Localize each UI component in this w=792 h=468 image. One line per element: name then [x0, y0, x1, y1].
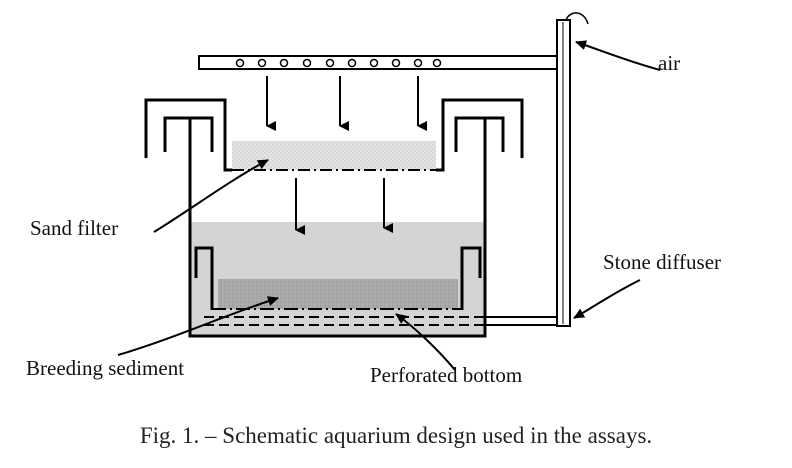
breeding-sediment-label: Breeding sediment: [26, 356, 184, 380]
breeding-sediment: [218, 279, 458, 309]
down-arrow-icon: [266, 76, 427, 235]
sand-filter-label: Sand filter: [30, 216, 118, 240]
stone-diffuser-label: Stone diffuser: [603, 250, 721, 274]
outer-tank: [144, 98, 524, 172]
sand-filter: [232, 141, 436, 170]
figure-caption: Fig. 1. – Schematic aquarium design used…: [140, 423, 652, 448]
air-pipe-curl: [565, 12, 589, 25]
spray-hole-icon: [235, 58, 442, 68]
inner-tank: [163, 116, 505, 338]
perforated-bottom-label: Perforated bottom: [370, 363, 522, 387]
air-label: air: [658, 51, 680, 75]
leader-lines: [117, 40, 661, 371]
